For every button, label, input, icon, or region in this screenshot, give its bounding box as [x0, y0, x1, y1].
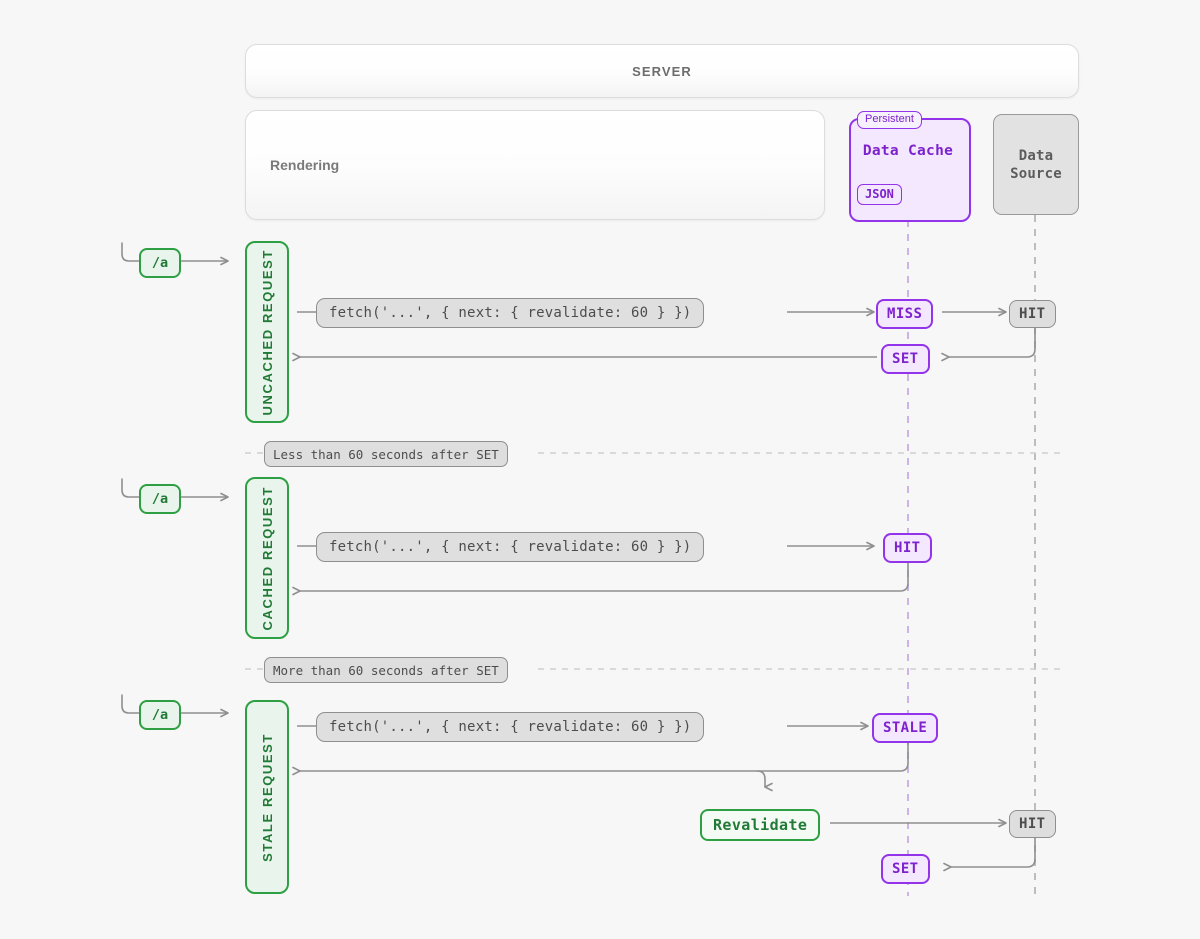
request-bar-uncached: UNCACHED REQUEST — [245, 241, 289, 423]
row3-branch-to-revalidate — [756, 770, 773, 792]
cache-status-miss: MISS — [876, 299, 934, 329]
cache-status-set-2: SET — [881, 854, 930, 884]
data-source-line1: Data — [1018, 147, 1054, 164]
persistent-badge: Persistent — [857, 111, 922, 130]
row2-entry-curve — [121, 478, 140, 498]
row1-entry-curve — [121, 242, 140, 262]
data-cache-title: Data Cache — [862, 143, 954, 159]
row3-hit-to-set — [943, 838, 1036, 872]
request-bar-stale: STALE REQUEST — [245, 700, 289, 894]
route-pill-label: /a — [151, 491, 169, 507]
row3-entry-curve — [121, 694, 140, 714]
data-cache-box — [849, 118, 971, 222]
json-format-chip: JSON — [857, 184, 902, 206]
server-container: SERVER — [245, 44, 1079, 98]
row2-hit-return — [292, 561, 909, 596]
revalidate-box: Revalidate — [700, 809, 821, 841]
fetch-code-cached: fetch('...', { next: { revalidate: 60 } … — [316, 532, 705, 562]
request-bar-label: CACHED REQUEST — [259, 485, 275, 631]
rendering-label: Rendering — [270, 157, 340, 173]
source-status-hit-2: HIT — [1009, 810, 1056, 838]
row1-hit-to-set — [941, 327, 1036, 362]
divider-more-than-label: More than 60 seconds after SET — [264, 657, 508, 683]
route-pill-label: /a — [151, 255, 169, 271]
route-pill-stale[interactable]: /a — [139, 700, 181, 730]
divider-less-than-label: Less than 60 seconds after SET — [264, 441, 508, 467]
cache-status-set-1: SET — [881, 344, 930, 374]
request-bar-label: STALE REQUEST — [259, 732, 275, 862]
fetch-code-uncached: fetch('...', { next: { revalidate: 60 } … — [316, 298, 705, 328]
data-source-line2: Source — [1010, 165, 1062, 182]
route-pill-label: /a — [151, 707, 169, 723]
rendering-container: Rendering — [245, 110, 825, 220]
route-pill-cached[interactable]: /a — [139, 484, 181, 514]
cache-status-stale: STALE — [872, 713, 939, 743]
request-bar-label: UNCACHED REQUEST — [259, 248, 275, 416]
source-status-hit-1: HIT — [1009, 300, 1056, 328]
data-source-box: Data Source — [993, 114, 1079, 215]
row3-stale-return — [292, 741, 909, 776]
route-pill-uncached[interactable]: /a — [139, 248, 181, 278]
cache-status-hit: HIT — [883, 533, 932, 563]
fetch-code-stale: fetch('...', { next: { revalidate: 60 } … — [316, 712, 705, 742]
server-title: SERVER — [632, 63, 692, 79]
request-bar-cached: CACHED REQUEST — [245, 477, 289, 639]
